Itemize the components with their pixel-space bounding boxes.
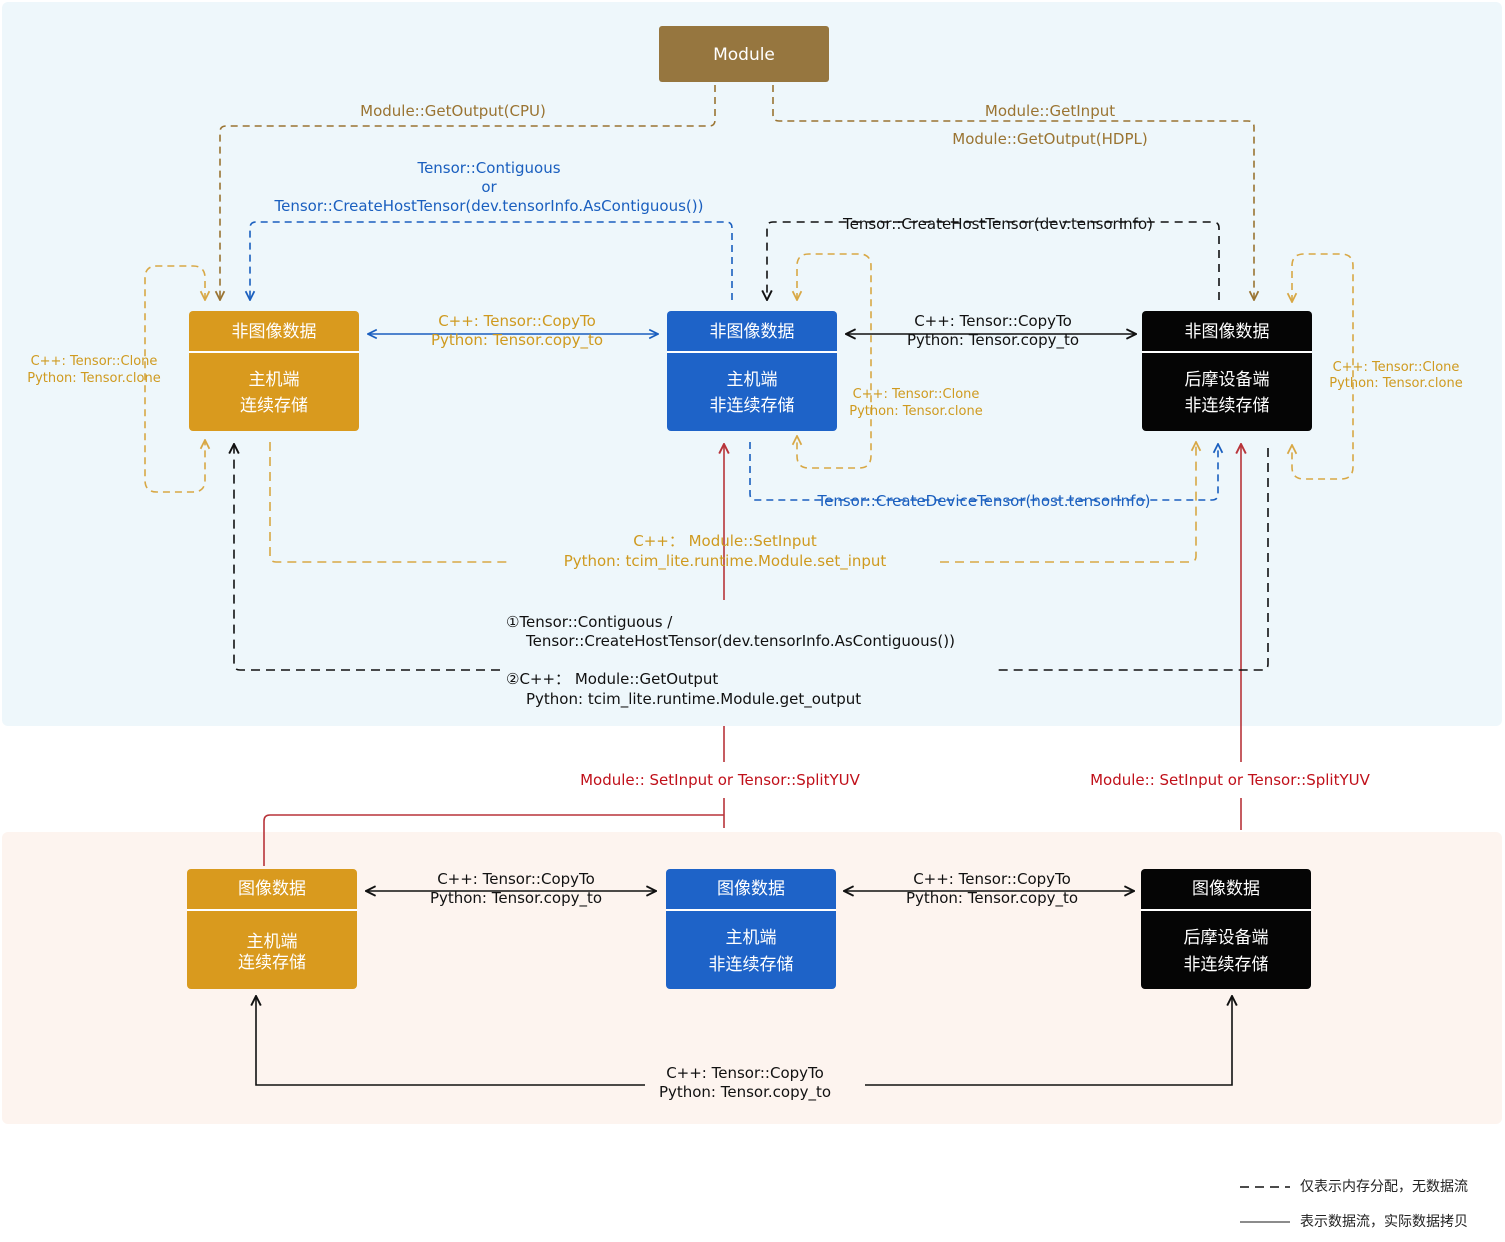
splityuv-left-branch	[263, 814, 724, 866]
node-header: 图像数据	[1192, 879, 1260, 899]
legend-solid-label: 表示数据流，实际数据拷贝	[1300, 1214, 1468, 1230]
node-top-host[interactable]: 非图像数据 主机端 连续存储	[189, 311, 359, 431]
getoutput-device-host-arrow	[234, 444, 1269, 671]
node-line-2: 连续存储	[238, 953, 306, 973]
node-line-1: 主机端	[249, 370, 300, 390]
node-header: 非图像数据	[232, 322, 317, 342]
label-copyto-gold-2: Python: Tensor.copy_to	[431, 331, 603, 350]
node-line-1: 主机端	[726, 928, 777, 948]
label-create-device: Tensor::CreateDeviceTensor(host.tensorIn…	[816, 492, 1150, 510]
node-line-2: 非连续存储	[1185, 396, 1270, 416]
label-setinput-1: C++： Module::SetInput	[633, 532, 817, 550]
label-getoutput-hdpl: Module::GetOutput(HDPL)	[952, 130, 1147, 148]
label-clone-left-1: C++: Tensor::Clone	[31, 354, 158, 369]
label-step1-b: Tensor::CreateHostTensor(dev.tensorInfo.…	[525, 632, 955, 650]
node-header: 非图像数据	[1185, 322, 1270, 342]
label-bottom-copy-right-2: Python: Tensor.copy_to	[906, 889, 1078, 908]
label-step2-b: Python: tcim_lite.runtime.Module.get_out…	[526, 690, 861, 709]
label-step1-a: ①Tensor::Contiguous /	[506, 613, 673, 631]
clone-loop-noncontig	[797, 253, 872, 469]
node-bottom-host[interactable]: 图像数据 主机端 连续存储	[187, 869, 357, 989]
bottom-copyto-long-arrow	[256, 996, 1232, 1086]
label-clone-mid-1: C++: Tensor::Clone	[853, 387, 980, 402]
module-node[interactable]: Module	[659, 26, 829, 82]
label-clone-right-1: C++: Tensor::Clone	[1333, 360, 1460, 375]
label-bottom-copy-right-1: C++: Tensor::CopyTo	[913, 870, 1071, 888]
clone-loop-host	[144, 265, 205, 493]
contiguous-arrow	[250, 221, 733, 300]
node-bottom-noncontig[interactable]: 图像数据 主机端 非连续存储	[666, 869, 836, 989]
node-line-1: 后摩设备端	[1185, 370, 1270, 390]
node-line-1: 主机端	[727, 370, 778, 390]
node-header: 图像数据	[717, 879, 785, 899]
label-splityuv-mid: Module:: SetInput or Tensor::SplitYUV	[580, 771, 861, 789]
label-copyto-black-1: C++: Tensor::CopyTo	[914, 312, 1072, 330]
label-bottom-copy-long-2: Python: Tensor.copy_to	[659, 1083, 831, 1102]
create-host-tensor-arrow	[767, 221, 1220, 300]
clone-loop-device	[1292, 253, 1354, 480]
label-getoutput-cpu: Module::GetOutput(CPU)	[360, 102, 546, 120]
node-top-device[interactable]: 非图像数据 后摩设备端 非连续存储	[1142, 311, 1312, 431]
module-getoutput-cpu-arrow	[220, 85, 716, 300]
node-bottom-device[interactable]: 图像数据 后摩设备端 非连续存储	[1141, 869, 1311, 989]
label-clone-mid-2: Python: Tensor.clone	[849, 404, 983, 419]
label-splityuv-right: Module:: SetInput or Tensor::SplitYUV	[1090, 771, 1371, 789]
node-line-2: 连续存储	[240, 396, 308, 416]
label-contiguous-1: Tensor::Contiguous	[416, 159, 560, 177]
label-bottom-copy-left-2: Python: Tensor.copy_to	[430, 889, 602, 908]
node-line-2: 非连续存储	[710, 396, 795, 416]
node-header: 非图像数据	[710, 322, 795, 342]
label-clone-right-2: Python: Tensor.clone	[1329, 376, 1463, 391]
legend-dashed-label: 仅表示内存分配，无数据流	[1300, 1179, 1468, 1195]
label-create-host: Tensor::CreateHostTensor(dev.tensorInfo)	[842, 215, 1153, 233]
label-contiguous-or: or	[481, 178, 497, 196]
node-line-2: 非连续存储	[709, 955, 794, 975]
node-header: 图像数据	[238, 879, 306, 899]
node-top-noncontig[interactable]: 非图像数据 主机端 非连续存储	[667, 311, 837, 431]
node-line-1: 后摩设备端	[1184, 928, 1269, 948]
node-line-1: 主机端	[247, 932, 298, 952]
module-label: Module	[713, 45, 775, 65]
setinput-arrow	[269, 442, 1196, 563]
label-bottom-copy-left-1: C++: Tensor::CopyTo	[437, 870, 595, 888]
label-getinput: Module::GetInput	[985, 102, 1115, 120]
node-line-2: 非连续存储	[1184, 955, 1269, 975]
label-step2-a: ②C++： Module::GetOutput	[506, 670, 718, 688]
label-setinput-2: Python: tcim_lite.runtime.Module.set_inp…	[564, 552, 887, 571]
create-device-tensor-arrow	[749, 442, 1218, 501]
label-bottom-copy-long-1: C++: Tensor::CopyTo	[666, 1064, 824, 1082]
label-copyto-black-2: Python: Tensor.copy_to	[907, 331, 1079, 350]
legend: 仅表示内存分配，无数据流 表示数据流，实际数据拷贝	[1240, 1179, 1468, 1230]
label-copyto-gold-1: C++: Tensor::CopyTo	[438, 312, 596, 330]
label-contiguous-2: Tensor::CreateHostTensor(dev.tensorInfo.…	[274, 197, 704, 215]
label-clone-left-2: Python: Tensor.clone	[27, 371, 161, 386]
